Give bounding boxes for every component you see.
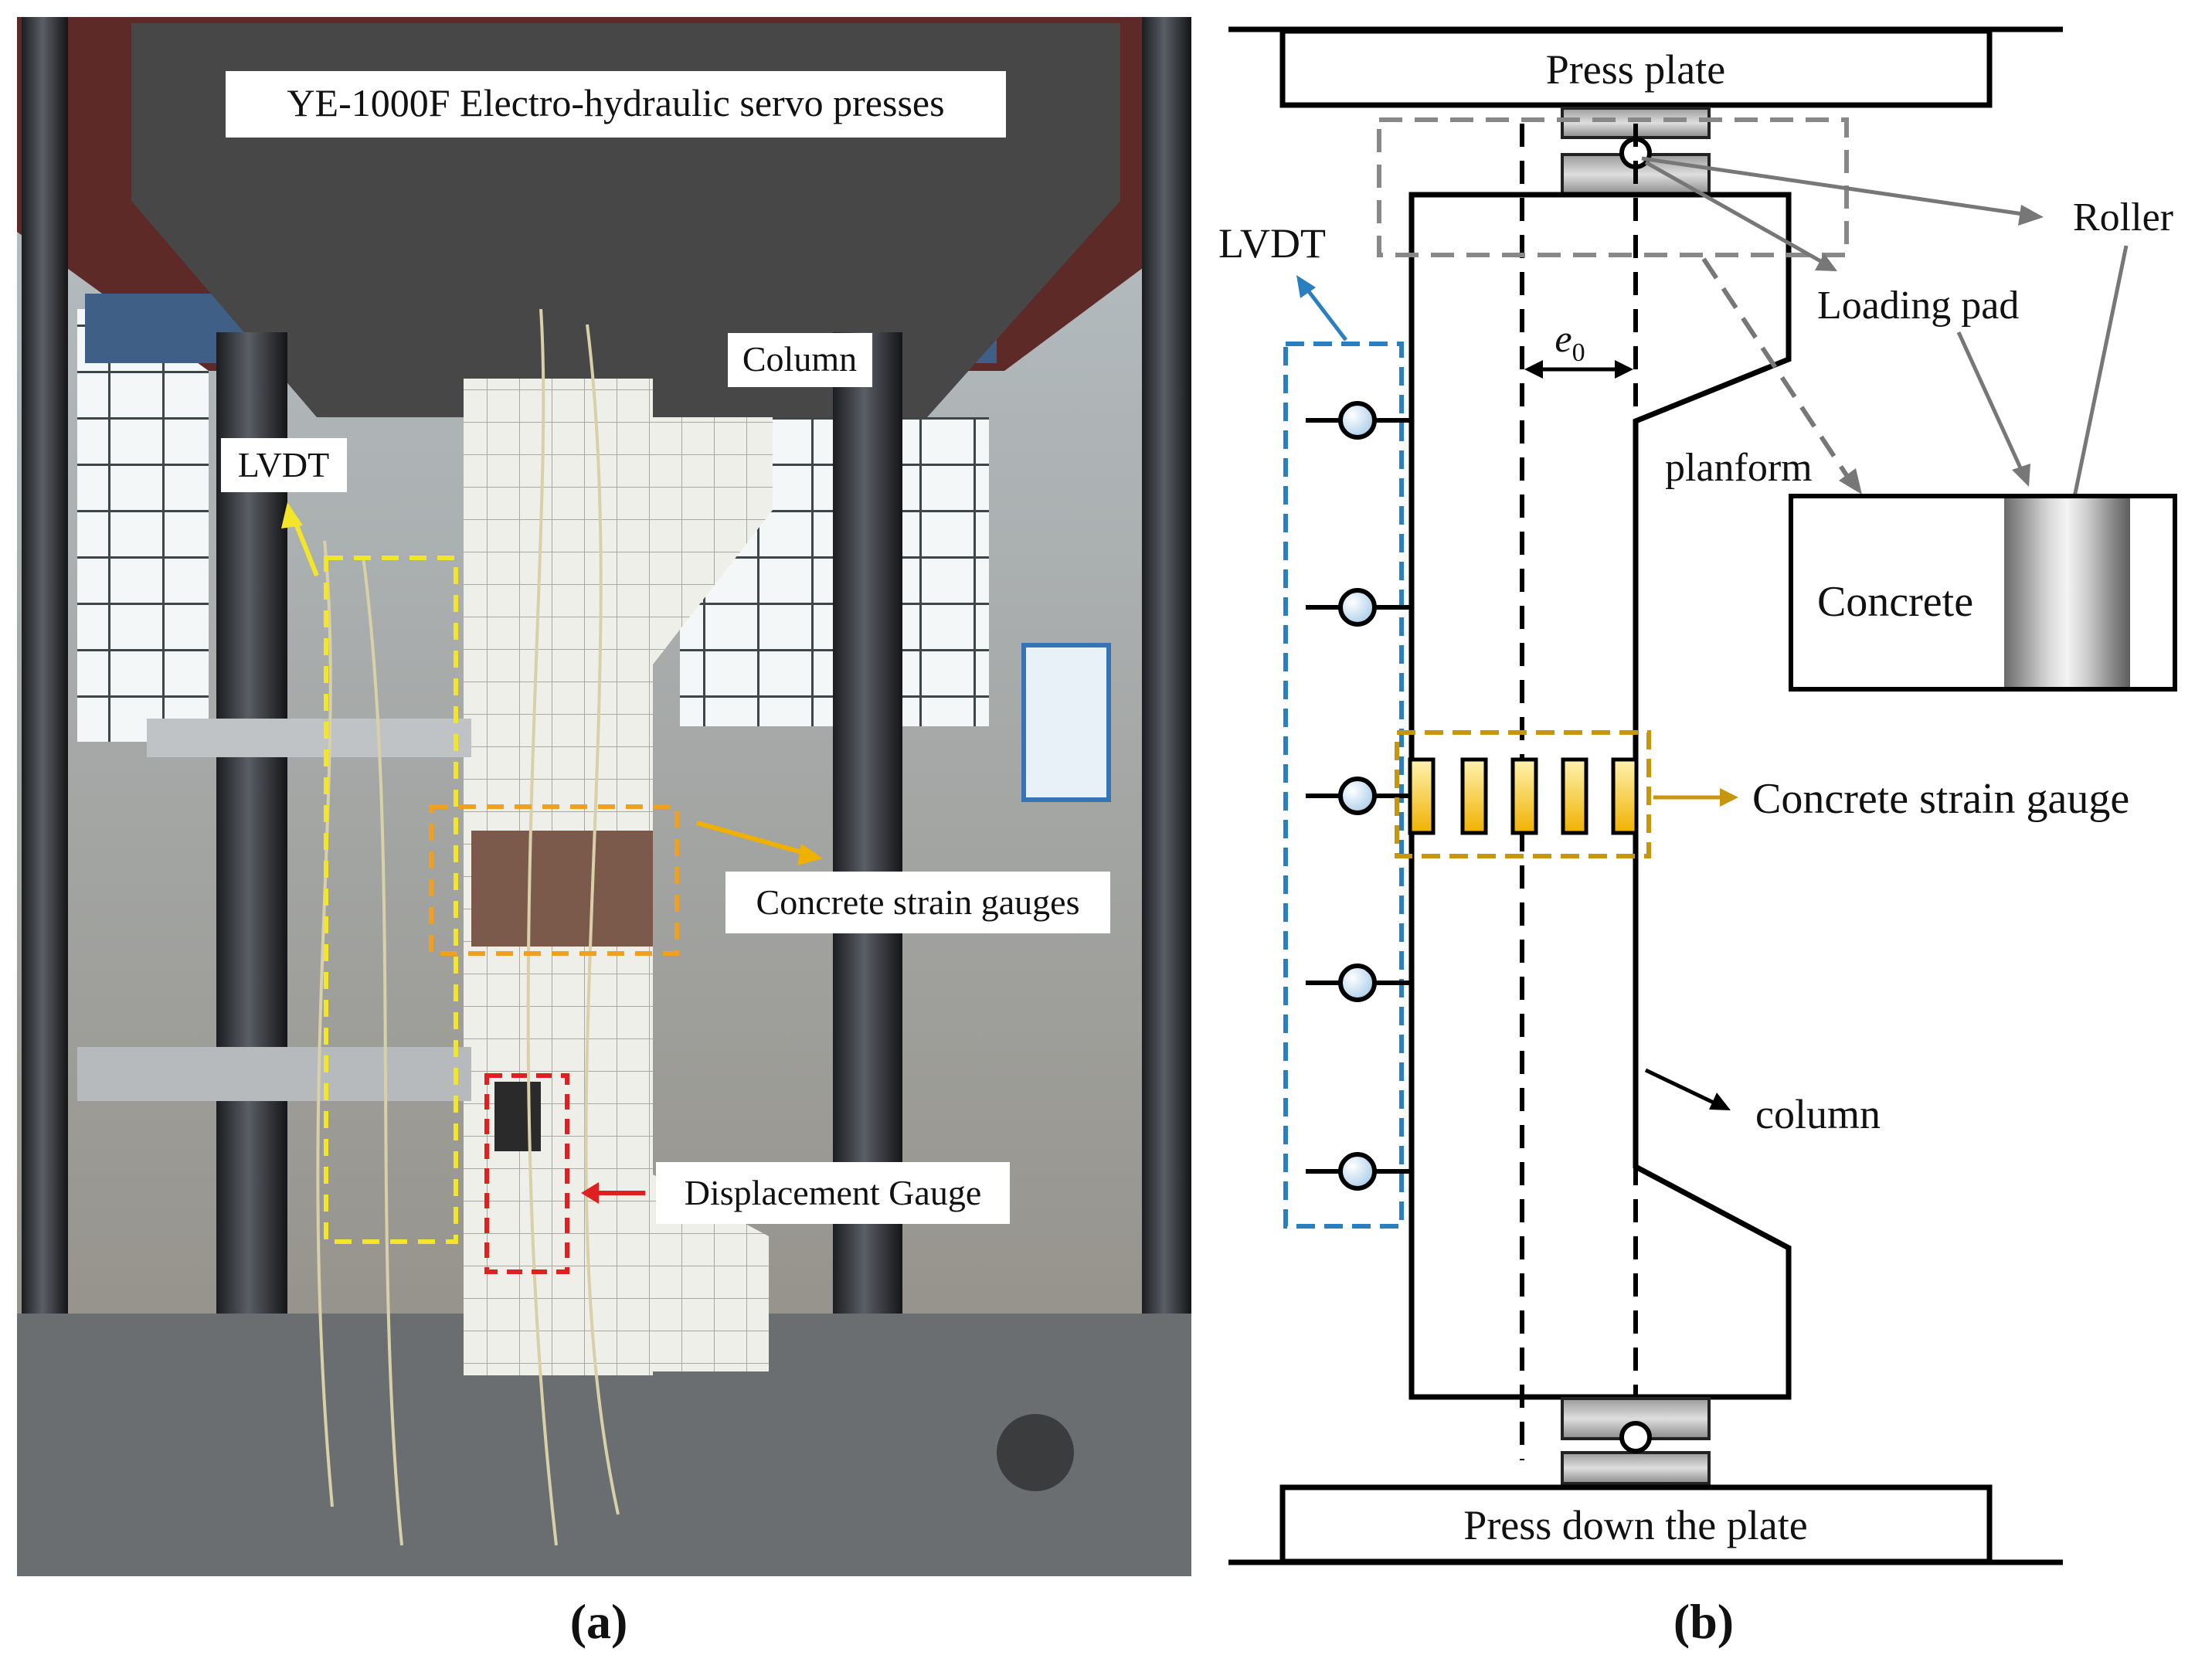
detail-leader-arrowhead bbox=[1839, 468, 1862, 495]
photo-lvdt-text: LVDT bbox=[238, 445, 329, 484]
roller-to-planform-leader bbox=[2071, 245, 2129, 501]
photo-column-text: Column bbox=[742, 339, 857, 379]
eccentricity-subscript: 0 bbox=[1572, 338, 1585, 367]
notice-poster bbox=[1021, 643, 1111, 802]
loading-pad-leader-arrowhead bbox=[1815, 253, 1837, 271]
photo-displacement-arrowhead bbox=[581, 1182, 599, 1204]
photo-strain-arrowhead bbox=[797, 844, 823, 865]
eccentricity-arrow-left bbox=[1524, 360, 1543, 379]
lvdt-sensor bbox=[1306, 1152, 1412, 1191]
photo-lvdt-tag: LVDT bbox=[221, 438, 347, 492]
lvdt-label: LVDT bbox=[1218, 220, 1326, 267]
window-left bbox=[77, 309, 209, 742]
strain-gauge-label: Concrete strain gauge bbox=[1752, 775, 2129, 823]
panel-a-photo: YE-1000F Electro-hydraulic servo presses… bbox=[17, 17, 1191, 1576]
loading-pad-to-planform-leader bbox=[1956, 331, 2025, 474]
bottom-pad-lower bbox=[1561, 1451, 1711, 1485]
lvdt-sensor bbox=[1306, 401, 1412, 440]
bottom-roller bbox=[1619, 1421, 1652, 1453]
planform-pad bbox=[2004, 498, 2130, 687]
press-down-plate-label: Press down the plate bbox=[1463, 1502, 1807, 1548]
panel-b-caption: (b) bbox=[1673, 1594, 1734, 1649]
press-rod-left bbox=[216, 332, 287, 1437]
lvdt-leader-arrowhead bbox=[1296, 275, 1316, 298]
column-label: column bbox=[1755, 1091, 1881, 1137]
eccentricity-label: e0 bbox=[1555, 317, 1585, 367]
detail-leader bbox=[1701, 257, 1850, 479]
photo-title-text: YE-1000F Electro-hydraulic servo presses bbox=[287, 81, 944, 124]
photo-strain-highlight bbox=[429, 804, 679, 956]
photo-displacement-tag: Displacement Gauge bbox=[656, 1162, 1010, 1224]
photo-column-tag: Column bbox=[728, 333, 872, 387]
loading-pad-leader bbox=[1644, 160, 1825, 265]
strain-gauge bbox=[1408, 757, 1436, 835]
photo-wires bbox=[316, 308, 620, 1546]
photo-displacement-text: Displacement Gauge bbox=[685, 1173, 981, 1212]
photo-column-corbel-top bbox=[653, 417, 773, 664]
planform-concrete-label: Concrete bbox=[1817, 578, 1973, 626]
roller-leader bbox=[1641, 156, 2029, 217]
roller-label: Roller bbox=[2073, 195, 2173, 240]
photo-displacement-highlight bbox=[484, 1073, 569, 1274]
strain-gauge bbox=[1561, 757, 1588, 835]
press-plate-box bbox=[1279, 28, 1993, 108]
photo-strain-text: Concrete strain gauges bbox=[756, 882, 1080, 922]
press-down-plate-box bbox=[1279, 1484, 1993, 1565]
lvdt-sensor bbox=[1306, 777, 1412, 815]
panel-a-caption: (a) bbox=[570, 1594, 628, 1649]
base-bolt bbox=[997, 1414, 1074, 1491]
strain-gauge-group-box bbox=[1395, 730, 1651, 858]
press-plate-label: Press plate bbox=[1546, 46, 1725, 93]
eccentricity-symbol: e bbox=[1555, 317, 1572, 360]
roller-leader-arrowhead bbox=[2018, 205, 2044, 226]
strain-gauge bbox=[1460, 757, 1488, 835]
strain-gauge-leader-arrowhead bbox=[1720, 788, 1738, 807]
photo-strain-gauge-area bbox=[471, 831, 653, 947]
loading-pad-to-planform-arrowhead bbox=[2012, 464, 2030, 487]
lvdt-sensor bbox=[1306, 964, 1412, 1002]
lvdt-sensor bbox=[1306, 588, 1412, 627]
planform-label: planform bbox=[1665, 446, 1813, 490]
photo-displacement-gauge bbox=[494, 1082, 541, 1151]
lvdt-group-box bbox=[1283, 342, 1404, 1229]
strain-gauge bbox=[1510, 757, 1538, 835]
strain-gauge bbox=[1611, 757, 1639, 835]
lvdt-leader bbox=[1304, 286, 1347, 342]
column-leader bbox=[1644, 1068, 1717, 1106]
column-leader-arrowhead bbox=[1709, 1093, 1731, 1110]
photo-lvdt-bar-upper bbox=[147, 719, 471, 757]
photo-lvdt-arrowhead bbox=[281, 502, 303, 529]
loading-pad-label: Loading pad bbox=[1817, 284, 2019, 328]
photo-lvdt-highlight bbox=[324, 556, 458, 1244]
photo-strain-tag: Concrete strain gauges bbox=[725, 872, 1110, 933]
photo-strain-arrow bbox=[696, 821, 808, 856]
panel-b-diagram: Press plate e0 Roller Loading pad planfo… bbox=[1218, 26, 2177, 1565]
photo-title-tag: YE-1000F Electro-hydraulic servo presses bbox=[226, 71, 1006, 138]
photo-lvdt-bar-lower bbox=[77, 1047, 471, 1101]
eccentricity-arrow-right bbox=[1615, 360, 1633, 379]
